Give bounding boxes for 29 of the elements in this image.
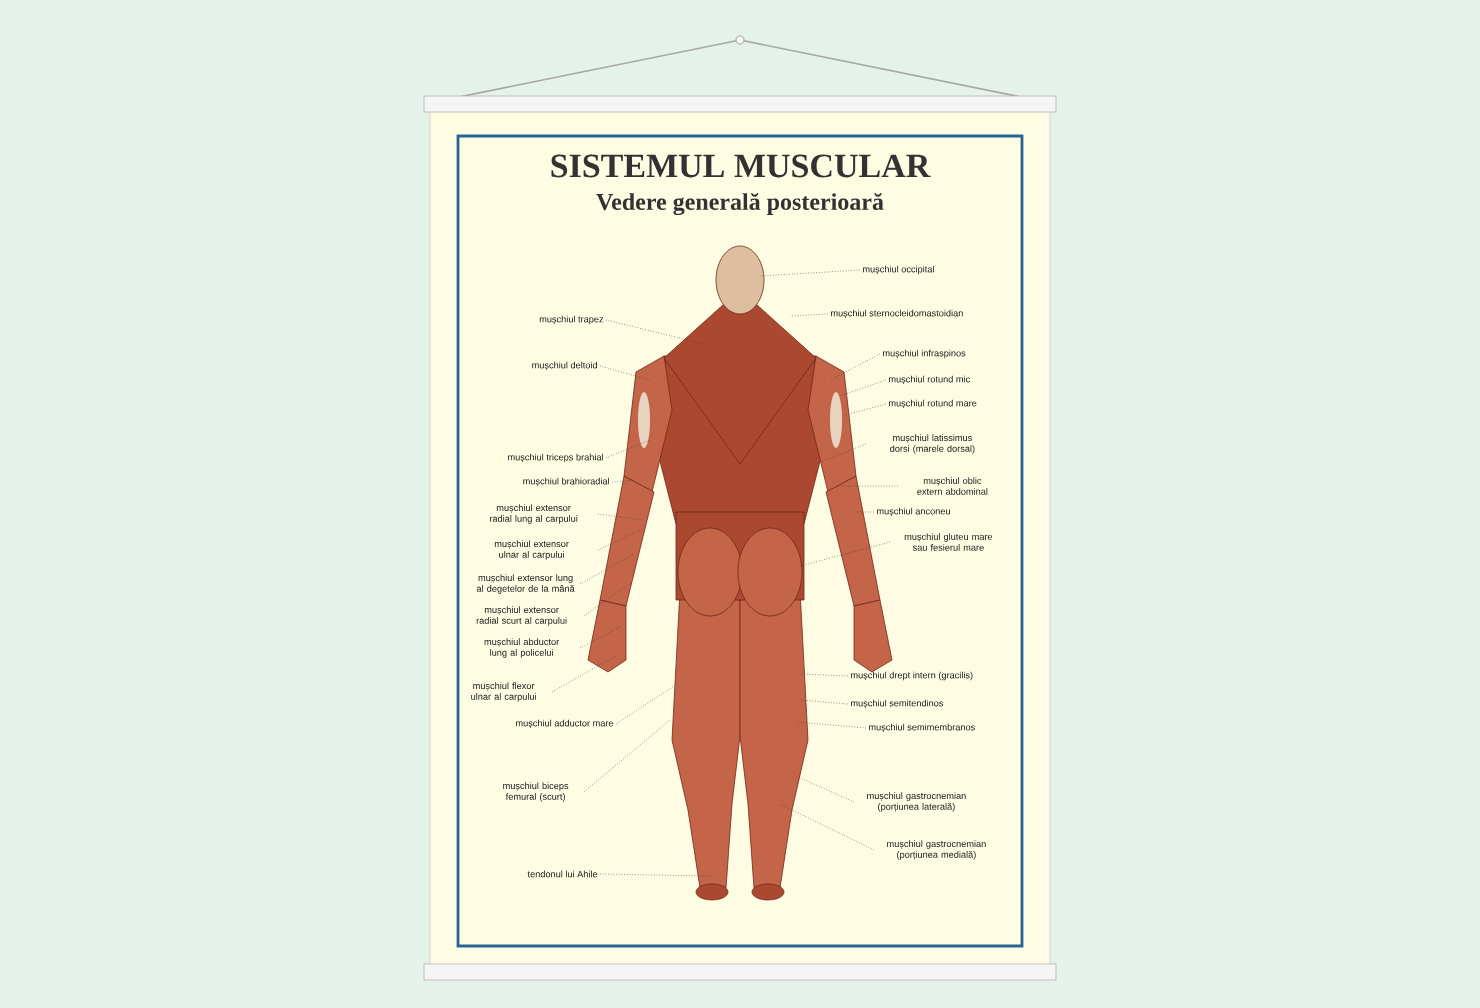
leader-line [789,313,829,317]
leader-line [835,485,899,487]
leader-line [829,353,881,381]
leader-line [579,625,623,649]
leader-line [795,721,867,729]
leader-line [815,443,867,465]
leader-line [583,581,633,617]
leader-line [779,803,875,851]
leader-line [605,319,705,345]
leader-line [605,439,651,459]
leader-line [611,479,637,483]
leader-line [799,673,849,677]
subtitle: Vedere generală posterioară [596,192,884,216]
leader-line [583,719,671,793]
leader-line [597,513,643,521]
leader-line [795,775,855,803]
leader-line [599,873,711,877]
leader-line [799,699,849,705]
leader-line [599,365,651,381]
leader-line [841,403,887,417]
leader-line [839,379,887,397]
leader-line [855,511,875,513]
leader-line [597,529,641,551]
title: SISTEMUL MUSCULAR [551,154,931,178]
leader-line [579,553,635,585]
leader-line [551,655,617,693]
leader-line [615,685,675,725]
leader-line [799,541,891,567]
leader-line [759,269,861,277]
